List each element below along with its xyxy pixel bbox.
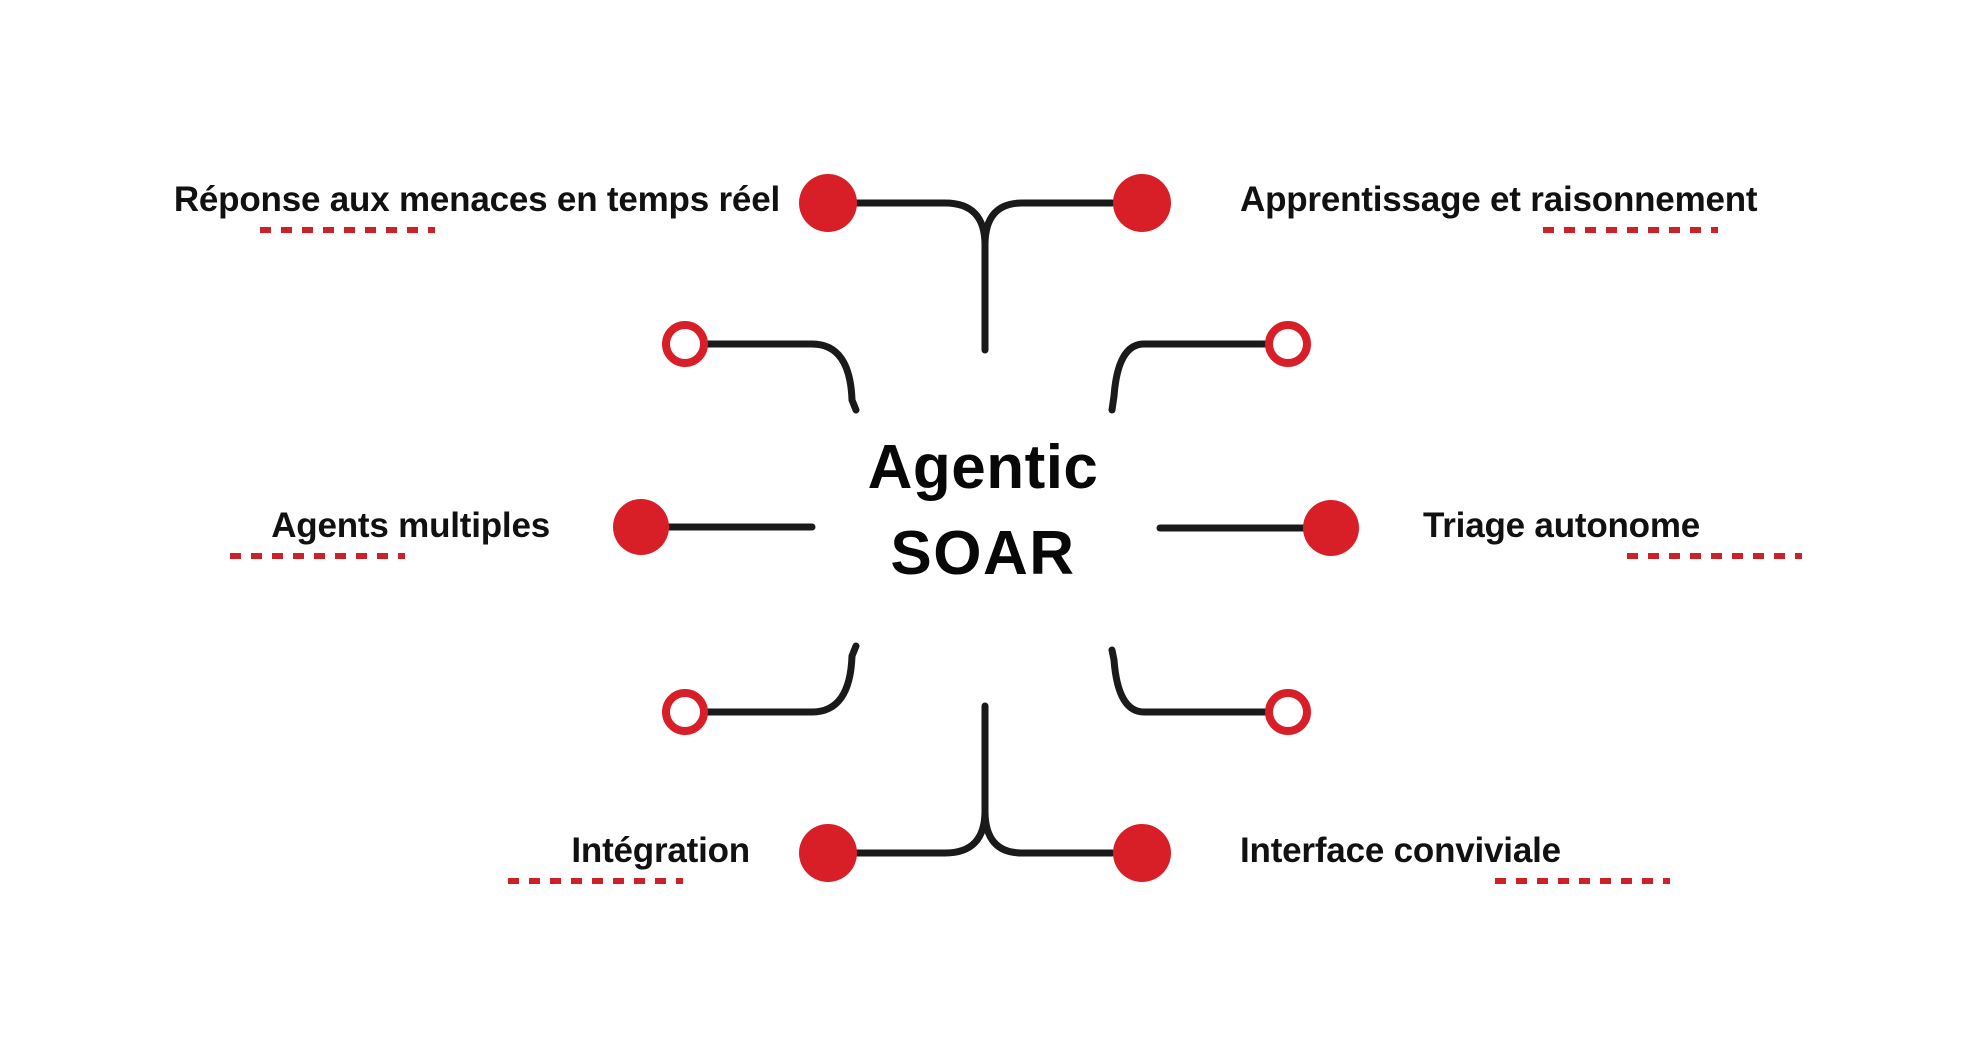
node-marker-agents-multiples[interactable] — [613, 499, 669, 555]
wire-upper-right-ring — [1108, 340, 1292, 414]
node-marker-triage-autonome[interactable] — [1303, 500, 1359, 556]
node-marker-integration[interactable] — [799, 824, 857, 882]
wire-lower-right-ring — [1108, 646, 1292, 716]
node-label-apprentissage-raisonnement[interactable]: Apprentissage et raisonnement — [1240, 180, 1758, 219]
node-underline-triage-autonome — [1627, 553, 1802, 559]
node-label-integration[interactable]: Intégration — [571, 831, 750, 870]
ring-marker-upper-right[interactable] — [1265, 321, 1311, 367]
wire-bottom-left — [851, 702, 989, 857]
node-label-interface-conviviale[interactable]: Interface conviviale — [1240, 831, 1561, 870]
ring-marker-lower-left[interactable] — [662, 689, 708, 735]
node-underline-apprentissage-raisonnement — [1543, 227, 1718, 233]
diagram-center-title: Agentic SOAR — [783, 425, 1183, 596]
wire-top-left — [851, 199, 989, 354]
wire-lower-left-ring — [704, 642, 860, 716]
wire-bottom-right — [981, 807, 1116, 857]
ring-marker-lower-right[interactable] — [1265, 689, 1311, 735]
node-marker-reponse-menaces-temps-reel[interactable] — [799, 174, 857, 232]
node-underline-integration — [508, 878, 683, 884]
center-title-line-1: Agentic — [867, 433, 1099, 502]
node-label-triage-autonome[interactable]: Triage autonome — [1423, 506, 1701, 545]
center-title-line-2: SOAR — [890, 518, 1076, 588]
node-underline-agents-multiples — [230, 553, 405, 559]
node-underline-reponse-menaces-temps-reel — [260, 227, 435, 233]
wire-top-right — [981, 199, 1116, 249]
node-underline-interface-conviviale — [1495, 878, 1670, 884]
ring-marker-upper-left[interactable] — [662, 321, 708, 367]
node-label-reponse-menaces-temps-reel[interactable]: Réponse aux menaces en temps réel — [173, 180, 780, 219]
node-marker-interface-conviviale[interactable] — [1113, 824, 1171, 882]
node-marker-apprentissage-raisonnement[interactable] — [1113, 174, 1171, 232]
wire-upper-left-ring — [704, 340, 860, 414]
node-label-agents-multiples[interactable]: Agents multiples — [271, 506, 550, 545]
